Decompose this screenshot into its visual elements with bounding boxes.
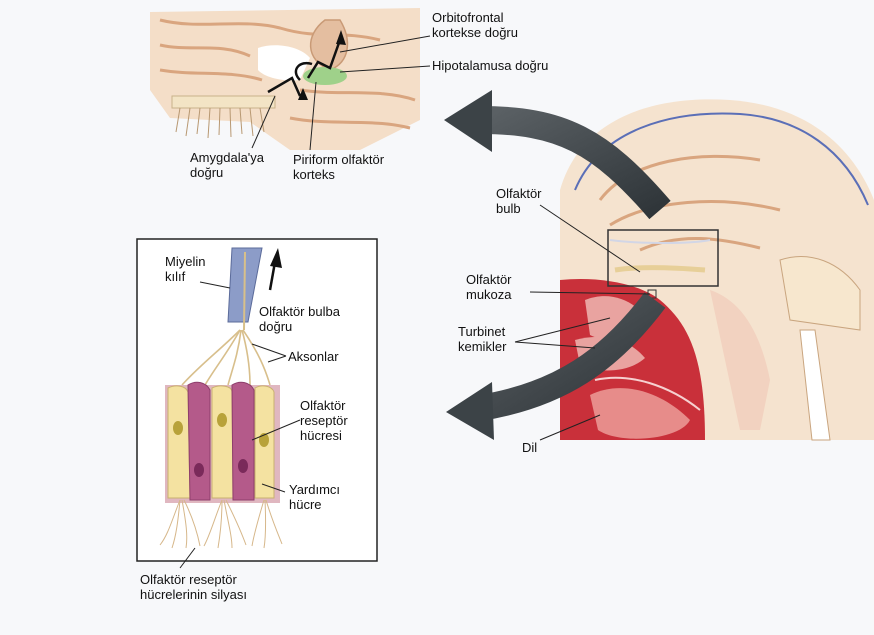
label-silya: Olfaktör reseptör hücrelerinin silyası (140, 572, 247, 602)
label-turbinet-line1: Turbinet (458, 324, 506, 339)
label-turbinet-line2: kemikler (458, 339, 506, 354)
label-bulba-dogru-line1: Olfaktör bulba (259, 304, 340, 319)
brain-inset (150, 8, 420, 150)
label-orbitofrontal-line2: kortekse doğru (432, 25, 518, 40)
label-olfaktor-mukoza: Olfaktör mukoza (466, 272, 512, 302)
label-yardimci-hucre: Yardımcı hücre (289, 482, 340, 512)
label-amygdala-line2: doğru (190, 165, 264, 180)
label-bulba-dogru-line2: doğru (259, 319, 340, 334)
label-turbinet: Turbinet kemikler (458, 324, 506, 354)
label-reseptor-line1: Olfaktör (300, 398, 348, 413)
label-olfaktor-bulb: Olfaktör bulb (496, 186, 542, 216)
label-olfaktor-bulb-line1: Olfaktör (496, 186, 542, 201)
label-bulba-dogru: Olfaktör bulba doğru (259, 304, 340, 334)
label-yardimci-line1: Yardımcı (289, 482, 340, 497)
label-reseptor-line2: reseptör (300, 413, 348, 428)
label-yardimci-line2: hücre (289, 497, 340, 512)
label-silya-line2: hücrelerinin silyası (140, 587, 247, 602)
label-miyelin: Miyelin kılıf (165, 254, 205, 284)
label-aksonlar: Aksonlar (288, 349, 339, 364)
label-olfaktor-mukoza-line2: mukoza (466, 287, 512, 302)
label-amygdala: Amygdala'ya doğru (190, 150, 264, 180)
label-amygdala-line1: Amygdala'ya (190, 150, 264, 165)
label-piriform: Piriform olfaktör korteks (293, 152, 384, 182)
label-orbitofrontal-line1: Orbitofrontal (432, 10, 518, 25)
label-piriform-line2: korteks (293, 167, 384, 182)
label-olfaktor-mukoza-line1: Olfaktör (466, 272, 512, 287)
arrow-head-upper (444, 90, 492, 152)
label-orbitofrontal: Orbitofrontal kortekse doğru (432, 10, 518, 40)
label-reseptor-hucresi: Olfaktör reseptör hücresi (300, 398, 348, 443)
epithelium (165, 382, 280, 503)
label-piriform-line1: Piriform olfaktör (293, 152, 384, 167)
label-miyelin-line2: kılıf (165, 269, 205, 284)
label-reseptor-line3: hücresi (300, 428, 348, 443)
label-silya-line1: Olfaktör reseptör (140, 572, 247, 587)
label-hipotalamus: Hipotalamusa doğru (432, 58, 548, 73)
olfactory-bulb-shape (615, 268, 705, 270)
label-miyelin-line1: Miyelin (165, 254, 205, 269)
label-olfaktor-bulb-line2: bulb (496, 201, 542, 216)
label-dil: Dil (522, 440, 537, 455)
olfactory-nerve-fibers (176, 108, 264, 138)
arrow-head-lower (446, 382, 494, 440)
